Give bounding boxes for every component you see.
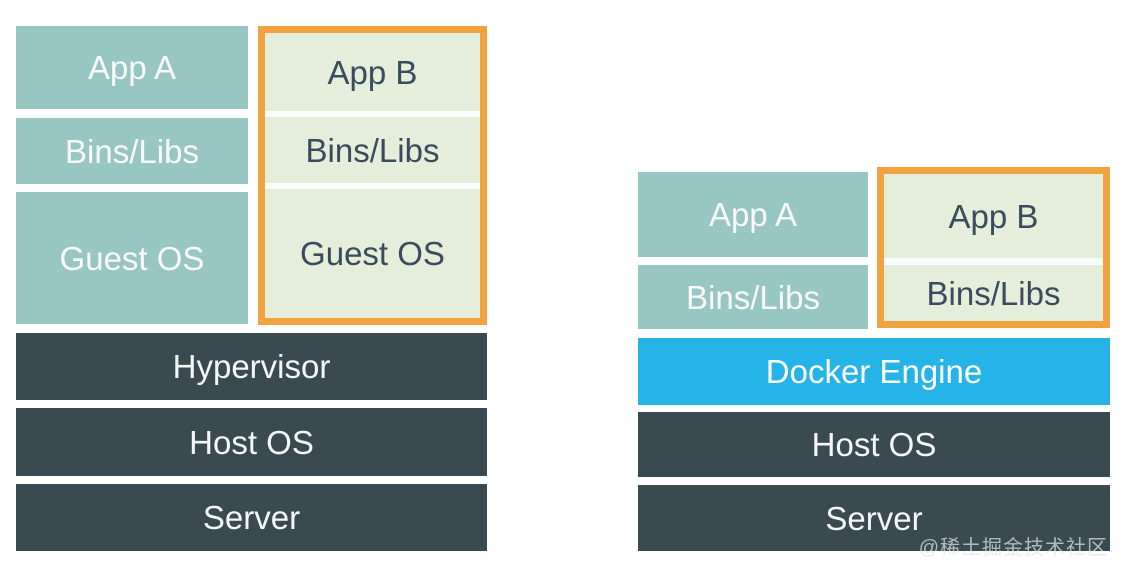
- docker-app-a-box: App A: [638, 172, 868, 257]
- docker-host-os-box: Host OS: [638, 412, 1110, 477]
- docker-container-bins-libs-cell: Bins/Libs: [926, 274, 1061, 312]
- vm-guest-os-box: Guest OS: [16, 192, 248, 324]
- container-separator: [265, 111, 480, 117]
- vm-host-os-box: Host OS: [16, 408, 487, 476]
- vm-container-highlight-box: App B Bins/Libs Guest OS: [258, 26, 487, 325]
- container-separator: [884, 258, 1103, 265]
- vm-container-bins-libs-cell: Bins/Libs: [305, 131, 440, 169]
- vm-bins-libs-box: Bins/Libs: [16, 118, 248, 184]
- docker-container-app-b-cell: App B: [948, 197, 1039, 235]
- vm-server-box: Server: [16, 484, 487, 551]
- docker-bins-libs-box: Bins/Libs: [638, 265, 868, 329]
- docker-engine-box: Docker Engine: [638, 338, 1110, 405]
- watermark-text: @稀土掘金技术社区: [918, 537, 1108, 559]
- docker-server-box: Server: [638, 485, 1110, 551]
- vm-app-a-box: App A: [16, 26, 248, 109]
- docker-container-highlight-box: App B Bins/Libs: [877, 167, 1110, 328]
- vm-container-guest-os-cell: Guest OS: [300, 235, 445, 272]
- vm-hypervisor-box: Hypervisor: [16, 333, 487, 400]
- vm-container-app-b-cell: App B: [327, 53, 418, 91]
- container-separator: [265, 183, 480, 189]
